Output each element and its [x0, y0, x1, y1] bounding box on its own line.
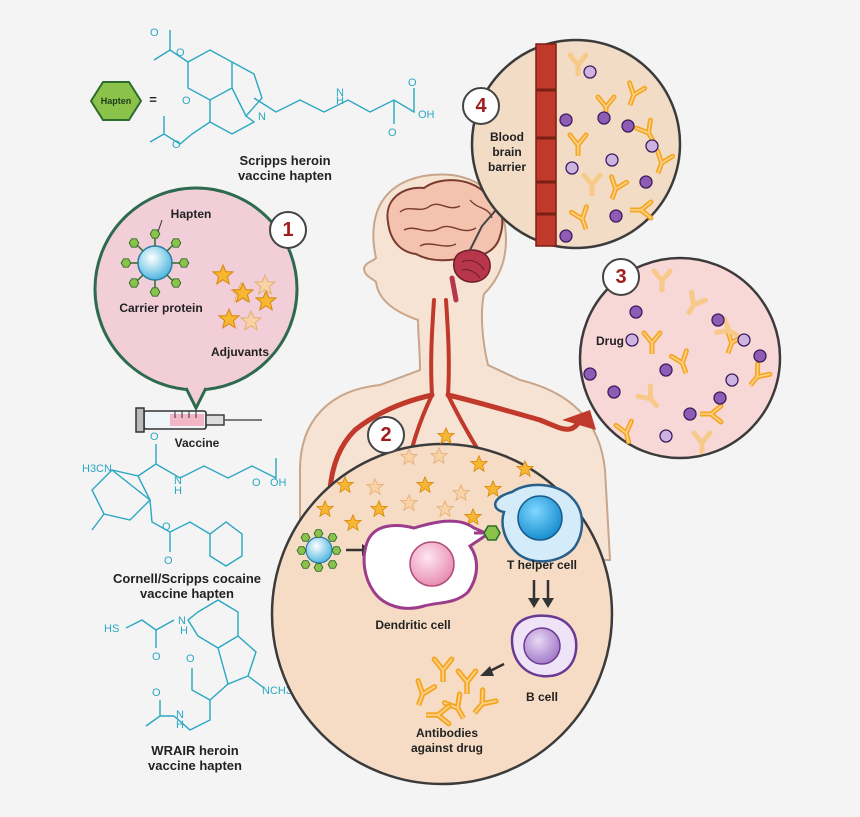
- wrair-heroin-caption: WRAIR heroin vaccine hapten: [148, 743, 242, 773]
- carrier-protein-label: Carrier protein: [119, 301, 203, 315]
- hapten-equals-sign: =: [149, 92, 157, 107]
- wrair-heroin-structure: [125, 599, 265, 731]
- drug-label: Drug: [596, 334, 624, 348]
- t-helper-cell-icon: [494, 483, 584, 563]
- atom-label: O: [172, 139, 181, 151]
- dendritic-cell-icon: [362, 519, 492, 610]
- atom-label: O: [150, 27, 159, 39]
- step-number-2: 2: [367, 416, 405, 454]
- syringe-icon: [135, 407, 262, 433]
- atom-label: NCH3: [262, 685, 292, 697]
- hapten-key: [89, 81, 143, 121]
- vaccine-label: Vaccine: [174, 436, 220, 450]
- b-cell-icon: [510, 614, 578, 678]
- vessel-wall: [535, 43, 557, 247]
- atom-label: O: [408, 77, 417, 89]
- arrows-down-icon: [528, 580, 554, 608]
- dendritic-cell-label: Dendritic cell: [375, 618, 451, 632]
- atom-label: H: [176, 719, 184, 731]
- scripps-heroin-atoms: O O O O N H N O OH O: [150, 27, 435, 151]
- atom-label: OH: [418, 109, 435, 121]
- atom-label: H: [336, 95, 344, 107]
- panel-4-drug-molecules: [559, 65, 659, 243]
- step-number-3: 3: [602, 258, 640, 296]
- panel-2-immune-response: [270, 427, 614, 786]
- atom-label: O: [252, 477, 261, 489]
- panel-3-drug-binding: [562, 256, 782, 460]
- blood-brain-barrier-label: Blood brain barrier: [487, 130, 527, 174]
- atom-label: H: [174, 485, 182, 497]
- cornell-cocaine-atoms: H3C N O N H O OH O O: [82, 431, 287, 567]
- brain-illustration: [386, 179, 504, 303]
- atom-label: N: [104, 463, 112, 475]
- atom-label: N: [176, 709, 184, 721]
- atom-label: O: [186, 653, 195, 665]
- atom-label: H3C: [82, 463, 104, 475]
- hapten-label: Hapten: [170, 207, 212, 221]
- b-cell-label: B cell: [525, 690, 558, 704]
- panel-3-drug-molecules: [583, 305, 767, 443]
- atom-label: OH: [270, 477, 287, 489]
- blood-vessels: [327, 209, 583, 493]
- antibodies-label: Antibodies against drug: [410, 726, 483, 755]
- step-number-1: 1: [269, 211, 307, 249]
- atom-label: H: [180, 625, 188, 637]
- carrier-protein-small-icon: [296, 529, 342, 572]
- panel-1-vaccine-components: [93, 186, 299, 412]
- atom-label: O: [388, 127, 397, 139]
- atom-label: N: [258, 111, 266, 123]
- atom-label: N: [178, 615, 186, 627]
- adjuvants-label: Adjuvants: [210, 345, 269, 359]
- atom-label: N: [174, 475, 182, 487]
- atom-label: O: [152, 651, 161, 663]
- hapten-badge-label: Hapten: [100, 96, 132, 106]
- atom-label: O: [162, 521, 171, 533]
- wrair-heroin-atoms: HS N H O O N H NCH3 O: [104, 615, 292, 731]
- atom-label: O: [182, 95, 191, 107]
- cornell-cocaine-structure: [91, 444, 277, 567]
- scripps-heroin-structure: [149, 30, 415, 145]
- atom-label: O: [164, 555, 173, 567]
- atom-label: N: [336, 87, 344, 99]
- atom-label: HS: [104, 623, 119, 635]
- t-helper-cell-label: T helper cell: [506, 558, 578, 572]
- atom-label: O: [150, 431, 159, 443]
- carrier-protein-icon: [120, 229, 190, 297]
- atom-label: O: [152, 687, 161, 699]
- atom-label: O: [176, 47, 185, 59]
- scripps-heroin-caption: Scripps heroin vaccine hapten: [238, 153, 332, 183]
- panel-4-blood-brain-barrier: [470, 38, 682, 250]
- cornell-cocaine-caption: Cornell/Scripps cocaine vaccine hapten: [112, 571, 262, 601]
- step-number-4: 4: [462, 87, 500, 125]
